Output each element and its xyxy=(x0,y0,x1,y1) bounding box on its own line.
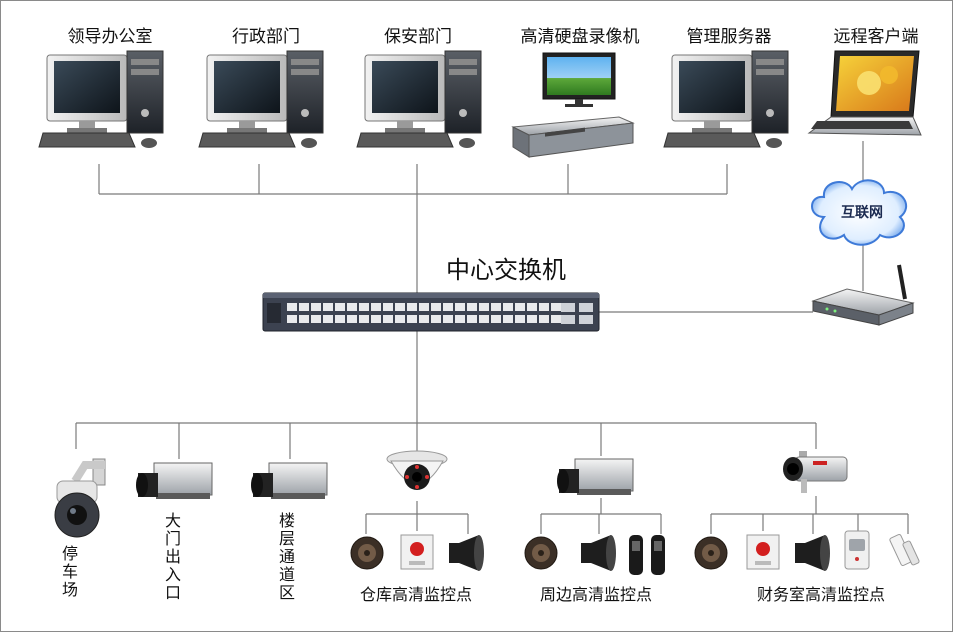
speaker-icon xyxy=(694,536,728,570)
box-camera-icon xyxy=(136,462,213,499)
siren-icon xyxy=(581,535,616,571)
top-labels: 领导办公室 行政部门 保安部门 高清硬盘录像机 管理服务器 远程客户端 xyxy=(68,27,919,47)
camera-label: 楼层通道区 xyxy=(279,511,295,602)
box-camera-icon xyxy=(251,462,328,499)
zone-label: 周边高清监控点 xyxy=(540,585,652,604)
alarm-button-icon xyxy=(746,534,780,570)
zone-labels: 仓库高清监控点 周边高清监控点 财务室高清监控点 xyxy=(360,585,885,604)
desktop-computer-icon xyxy=(356,50,482,148)
node-label: 行政部门 xyxy=(232,27,300,47)
node-label: 管理服务器 xyxy=(687,27,772,47)
desktop-computer-icon xyxy=(38,50,164,148)
node-label: 高清硬盘录像机 xyxy=(521,27,640,47)
desktop-computer-icon xyxy=(663,50,789,148)
network-switch-icon xyxy=(262,292,600,332)
door-sensor-icon xyxy=(889,534,920,566)
internet-cloud-icon: 互联网 xyxy=(811,179,907,246)
camera-label: 大门出入口 xyxy=(165,511,181,602)
internet-label: 互联网 xyxy=(841,205,883,221)
node-label: 保安部门 xyxy=(384,27,452,47)
nvr-recorder-icon xyxy=(511,52,635,158)
node-label: 远程客户端 xyxy=(834,27,919,47)
zone-label: 财务室高清监控点 xyxy=(757,585,885,604)
alarm-button-icon xyxy=(400,534,434,570)
camera-labels: 停车场 大门出入口 楼层通道区 xyxy=(62,511,295,602)
laptop-icon xyxy=(807,50,922,136)
switch-label: 中心交换机 xyxy=(446,256,566,284)
desktop-computer-icon xyxy=(198,50,324,148)
siren-icon xyxy=(449,535,484,571)
siren-icon xyxy=(795,535,830,571)
speaker-icon xyxy=(524,536,558,570)
camera-label: 停车场 xyxy=(62,544,78,599)
bullet-camera-icon xyxy=(783,451,848,493)
node-label: 领导办公室 xyxy=(68,27,153,47)
wires xyxy=(75,141,909,534)
pir-detector-icon xyxy=(844,530,870,570)
dome-camera-icon xyxy=(386,450,448,490)
zone-label: 仓库高清监控点 xyxy=(360,585,472,604)
box-camera-icon xyxy=(557,458,634,495)
ptz-dome-camera-icon xyxy=(54,458,106,538)
wireless-router-icon xyxy=(811,264,915,326)
speaker-icon xyxy=(350,536,384,570)
beam-detector-icon xyxy=(629,535,665,575)
